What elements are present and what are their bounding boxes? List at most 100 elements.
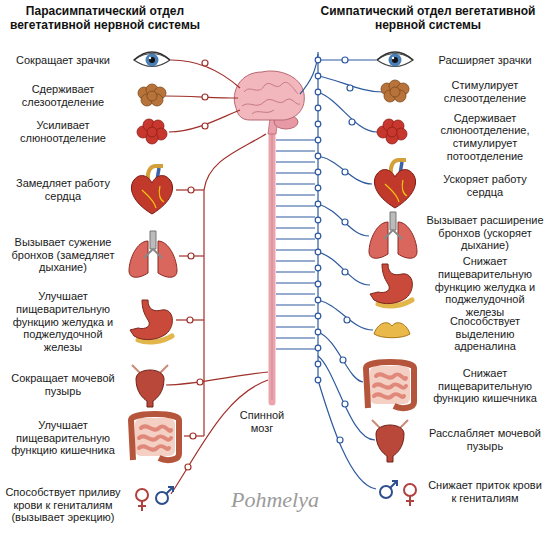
lungs-icon bbox=[369, 212, 417, 258]
sympathetic-ganglia bbox=[315, 137, 321, 143]
male-symbol bbox=[156, 487, 173, 504]
effect-label: Сокращает зрачки bbox=[3, 54, 123, 67]
lungs-icon bbox=[129, 231, 177, 277]
effect-label: Улучшает пищеварительную функцию желудка… bbox=[3, 290, 123, 353]
effect-label: Вызывает расширение бронхов (ускоряет ды… bbox=[425, 214, 545, 252]
sympathetic-nerves bbox=[276, 140, 315, 349]
sympathetic-ganglia bbox=[315, 153, 321, 159]
sympathetic-ganglia bbox=[349, 119, 355, 125]
sympathetic-ganglia bbox=[315, 265, 321, 271]
sympathetic-nerves bbox=[318, 204, 369, 236]
sympathetic-ganglia bbox=[342, 401, 348, 407]
sympathetic-ganglia bbox=[315, 217, 321, 223]
effect-label: Расслабляет мочевой пузырь bbox=[425, 427, 545, 452]
eye-icon bbox=[134, 52, 170, 67]
sympathetic-nerves bbox=[318, 332, 363, 382]
brain-icon bbox=[234, 71, 304, 120]
bladder-icon bbox=[372, 420, 408, 462]
sympathetic-nerves bbox=[318, 300, 373, 330]
sympathetic-ganglia bbox=[315, 89, 321, 95]
effect-label: Сдерживает слюноотделение, стимулирует п… bbox=[425, 112, 545, 163]
sympathetic-ganglia bbox=[315, 57, 321, 63]
heart-icon bbox=[131, 166, 172, 214]
male-symbol bbox=[380, 481, 397, 498]
effect-label: Ускоряет работу сердца bbox=[425, 173, 545, 198]
parasympathetic-ganglia bbox=[188, 253, 194, 259]
sympathetic-nerves bbox=[318, 76, 383, 92]
sympathetic-ganglia bbox=[315, 169, 321, 175]
sympathetic-ganglia bbox=[315, 121, 321, 127]
spinal-cord bbox=[272, 134, 273, 400]
parasympathetic-ganglia bbox=[202, 94, 208, 100]
sympathetic-ganglia bbox=[337, 437, 343, 443]
parasympathetic-ganglia bbox=[202, 123, 208, 129]
sympathetic-ganglia bbox=[342, 169, 348, 175]
sympathetic-nerves bbox=[318, 252, 370, 285]
effect-label: Способствует приливу крови к гениталиям … bbox=[3, 486, 123, 524]
effect-label: Сокращает мочевой пузырь bbox=[3, 372, 123, 397]
eye-icon bbox=[377, 52, 413, 67]
stomach-icon bbox=[370, 264, 412, 306]
brain-icon bbox=[234, 71, 304, 134]
lacrimal-gland bbox=[381, 80, 409, 102]
effect-label: Снижает пищеварительную функцию кишечник… bbox=[425, 367, 545, 405]
sympathetic-ganglia bbox=[344, 317, 350, 323]
sympathetic-ganglia bbox=[315, 313, 321, 319]
parasympathetic-nerves bbox=[171, 60, 240, 88]
sympathetic-ganglia bbox=[315, 361, 321, 367]
sympathetic-ganglia bbox=[315, 201, 321, 207]
parasympathetic-ganglia bbox=[188, 187, 194, 193]
sympathetic-ganglia bbox=[315, 329, 321, 335]
sympathetic-ganglia bbox=[315, 297, 321, 303]
effect-label: Усиливает слюноотделение bbox=[3, 119, 123, 144]
sympathetic-nerves bbox=[276, 52, 383, 489]
parasympathetic-ganglia bbox=[185, 464, 191, 470]
sympathetic-nerves bbox=[318, 92, 377, 132]
sympathetic-ganglia bbox=[315, 281, 321, 287]
spinal-cord bbox=[272, 132, 273, 402]
effect-label: Сдерживает слезоотделение bbox=[3, 83, 123, 108]
sympathetic-ganglia bbox=[342, 219, 348, 225]
bladder-icon bbox=[132, 365, 168, 407]
heart-icon bbox=[374, 160, 415, 208]
effect-label: Способствует выделению адреналина bbox=[425, 315, 545, 353]
sympathetic-ganglia bbox=[342, 57, 348, 63]
sympathetic-ganglia bbox=[315, 185, 321, 191]
section-heading: Парасимпатический отдел вегетативной нер… bbox=[0, 4, 210, 33]
sympathetic-nerves bbox=[318, 156, 372, 184]
female-symbol bbox=[136, 489, 148, 511]
intestine-icon bbox=[131, 414, 179, 460]
sympathetic-ganglia bbox=[342, 269, 348, 275]
structure-label: Спинной мозг bbox=[236, 409, 288, 434]
effect-label: Стимулирует слезоотделение bbox=[425, 79, 545, 104]
sympathetic-ganglia bbox=[315, 233, 321, 239]
parasympathetic-ganglia bbox=[185, 60, 208, 470]
lacrimal-gland bbox=[138, 84, 166, 106]
parasympathetic-nerves bbox=[169, 110, 240, 132]
parasympathetic-ganglia bbox=[197, 379, 203, 385]
parasympathetic-ganglia bbox=[187, 317, 193, 323]
sympathetic-ganglia bbox=[340, 357, 346, 363]
stomach-icon bbox=[130, 300, 172, 342]
sympathetic-ganglia bbox=[315, 57, 355, 443]
spinal-cord bbox=[269, 132, 276, 402]
salivary-gland bbox=[377, 119, 407, 144]
parasympathetic-ganglia bbox=[202, 60, 208, 66]
parasympathetic-ganglia bbox=[190, 433, 196, 439]
intestine-icon bbox=[366, 362, 414, 408]
section-heading: Симпатический отдел вегетативной нервной… bbox=[318, 4, 538, 33]
sympathetic-ganglia bbox=[315, 73, 321, 79]
effect-label: Улучшает пищеварительную функцию кишечни… bbox=[3, 419, 123, 457]
sympathetic-ganglia bbox=[315, 345, 321, 351]
effect-label: Снижает приток крови к гениталиям bbox=[425, 479, 545, 504]
parasympathetic-nerves bbox=[171, 380, 268, 494]
salivary-gland bbox=[137, 119, 167, 144]
sympathetic-ganglia bbox=[315, 105, 321, 111]
sympathetic-ganglia bbox=[347, 85, 353, 91]
parasympathetic-nerves bbox=[166, 372, 268, 385]
female-symbol bbox=[404, 484, 416, 506]
parasympathetic-nerves bbox=[204, 134, 266, 436]
effect-label: Снижает пищеварительную функцию желудка … bbox=[425, 255, 545, 318]
sympathetic-ganglia bbox=[315, 377, 321, 383]
